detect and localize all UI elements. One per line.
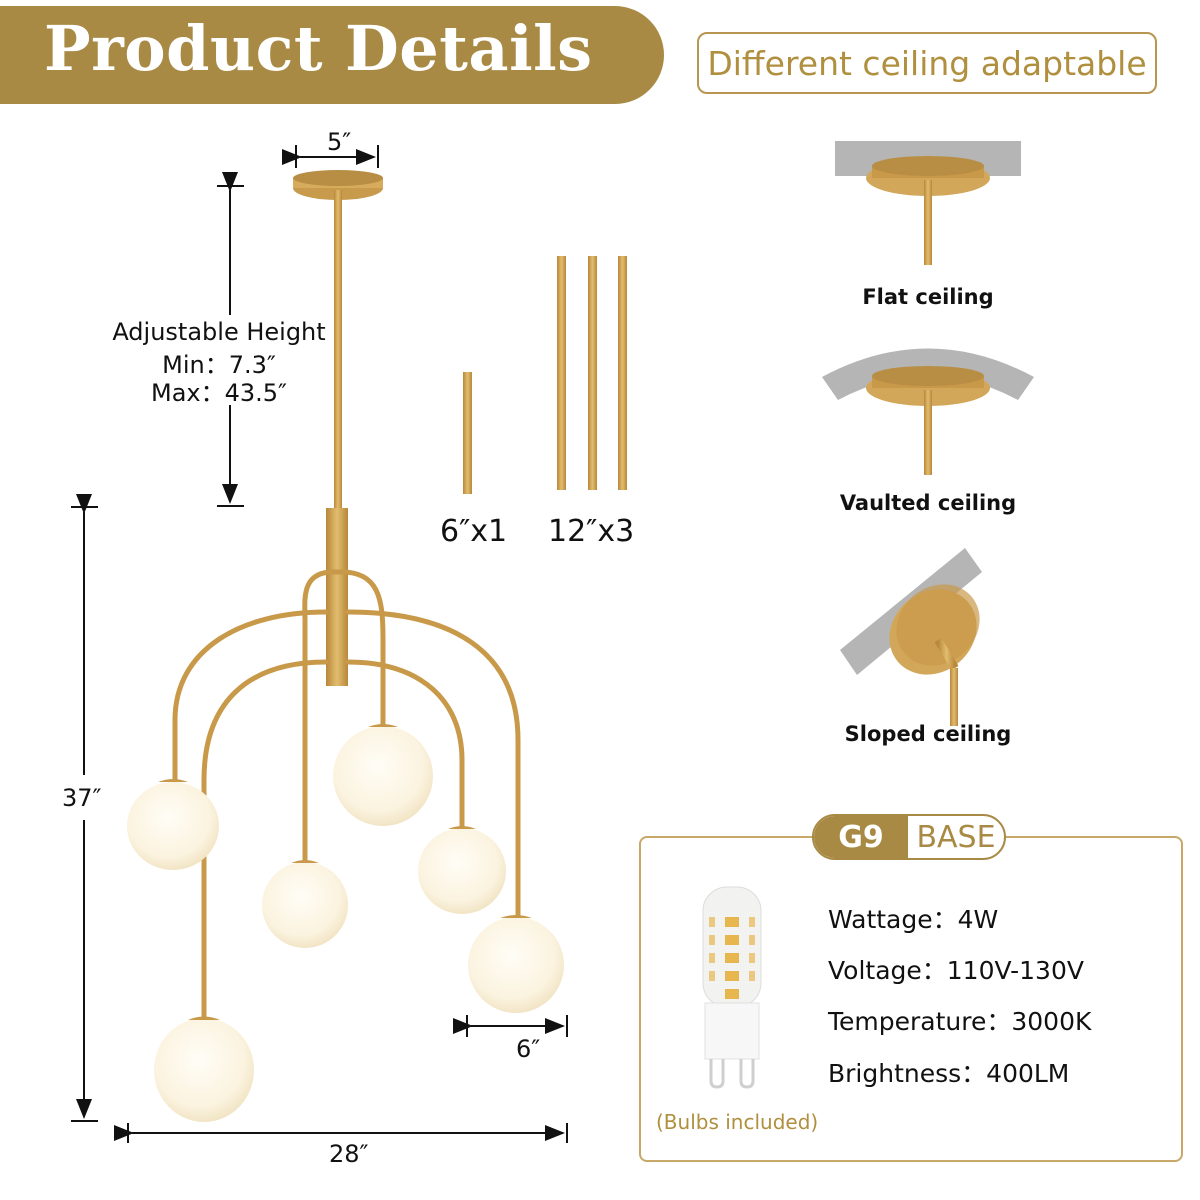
ceiling-label-flat: Flat ceiling (862, 285, 994, 309)
adjustable-height-min: Min：7.3″ (162, 351, 276, 379)
subtitle-badge: Different ceiling adaptable (697, 32, 1157, 94)
downrod (334, 215, 342, 515)
base-word: BASE (916, 819, 996, 855)
extension-rods (463, 256, 627, 494)
spec-temperature: Temperature：3000K (828, 1007, 1092, 1036)
subtitle-text: Different ceiling adaptable (707, 43, 1147, 83)
rod-12in-label: 12″x3 (548, 514, 635, 549)
page-title: Product Details (44, 12, 593, 85)
g9-bulb-icon (702, 886, 762, 1089)
globes (127, 724, 564, 1122)
spec-voltage: Voltage：110V-130V (828, 956, 1084, 985)
fixture-height-label: 37″ (62, 784, 102, 812)
spec-wattage: Wattage：4W (828, 905, 999, 934)
globe-diameter-label: 6″ (516, 1035, 541, 1063)
sloped-ceiling-icon (840, 548, 982, 726)
fixture-width-label: 28″ (329, 1140, 369, 1168)
central-body (326, 508, 348, 686)
adjustable-height-title: Adjustable Height (112, 318, 326, 346)
ceiling-illustrations (822, 141, 1034, 726)
rod-6in-label: 6″x1 (440, 514, 508, 549)
adjustable-height-max: Max：43.5″ (150, 379, 288, 407)
bulbs-included-note: (Bulbs included) (656, 1110, 819, 1134)
flat-ceiling-icon (835, 141, 1021, 265)
dimension-lines (71, 145, 568, 1143)
arms (172, 569, 521, 1023)
ceiling-label-sloped: Sloped ceiling (844, 722, 1012, 746)
ceiling-label-vaulted: Vaulted ceiling (839, 491, 1017, 515)
base-type-badge: G9 BASE (812, 814, 1006, 860)
spec-brightness: Brightness：400LM (828, 1059, 1070, 1088)
canopy-icon (293, 170, 383, 220)
base-code: G9 (814, 816, 908, 858)
canopy-width-label: 5″ (327, 128, 352, 156)
title-banner (0, 6, 664, 104)
chandelier-illustration (71, 145, 627, 1143)
vaulted-ceiling-icon (822, 348, 1034, 475)
